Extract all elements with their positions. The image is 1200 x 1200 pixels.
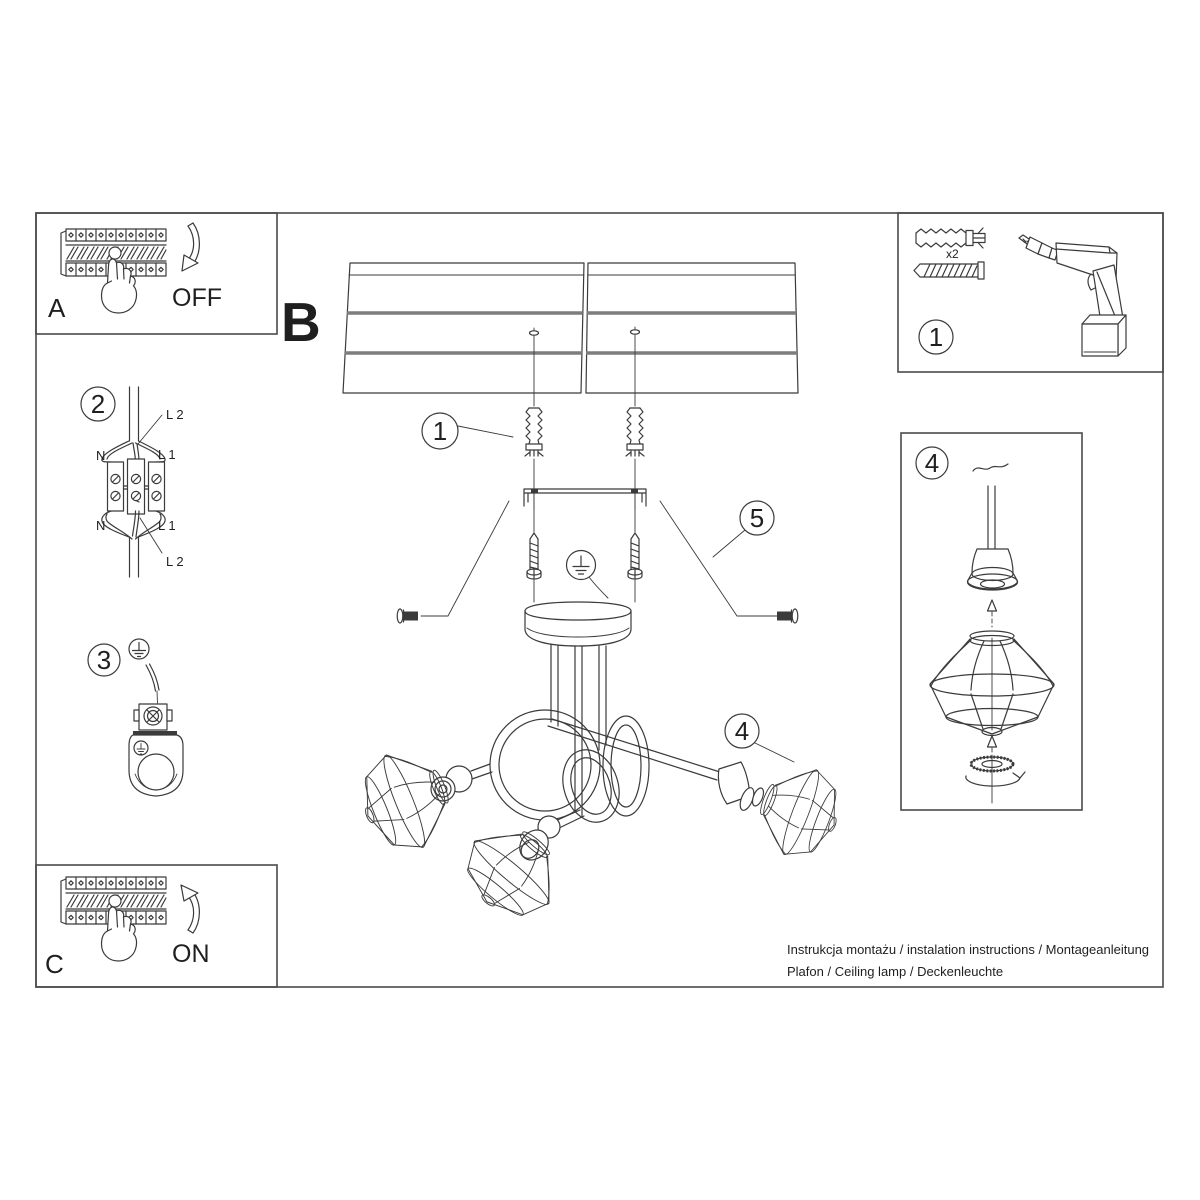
wires-bottom [101, 510, 166, 540]
step-1-badge: 1 [918, 319, 954, 355]
ground-terminal [133, 703, 173, 731]
wire-cage-shade-right [747, 755, 852, 869]
canopy [524, 601, 632, 647]
screw-horizontal-icon [913, 261, 985, 280]
rotate-arrow-icon [965, 756, 1026, 804]
lamp-arm [987, 485, 996, 550]
step-4-badge: 4 [915, 446, 949, 480]
arm-loops [489, 709, 650, 823]
socket-bottom [519, 815, 561, 861]
panel-a-border [35, 212, 278, 335]
side-bolt-right [777, 608, 799, 624]
main-installation-diagram: B 1 [281, 262, 852, 935]
wall-plug-icon [524, 407, 544, 457]
ceiling [342, 262, 799, 394]
panel-a-switch-off: OFF A [35, 212, 278, 335]
label-l2-top: L 2 [166, 407, 184, 422]
callout-5-mounting: 5 [712, 500, 775, 558]
step-2-badge: 2 [80, 386, 116, 422]
panel-assembly-border [900, 432, 1083, 811]
panel-shade-assembly: 4 [900, 432, 1083, 811]
panel-b-label: B [281, 291, 321, 353]
cable-bottom [128, 536, 140, 578]
svg-text:1: 1 [433, 416, 447, 446]
panel-c-label: C [45, 949, 64, 979]
panel-c-switch-on: ON C [35, 864, 278, 988]
drill-icon [1018, 234, 1127, 357]
leader-l2-top [137, 414, 163, 445]
svg-text:4: 4 [925, 448, 939, 478]
drill-hole [528, 326, 641, 336]
leader-l2-bottom [139, 517, 163, 554]
panel-a-label: A [48, 293, 66, 323]
socket-cup [966, 548, 1019, 591]
earth-symbol-small-icon [133, 740, 149, 756]
arrow-down-icon [181, 222, 200, 272]
panel-tools: x2 1 [897, 212, 1164, 373]
mounting-screw-icon [526, 532, 542, 580]
svg-text:5: 5 [750, 503, 764, 533]
wiring-diagram: 2 [80, 386, 184, 578]
ground-wire [145, 663, 160, 692]
label-n-bottom: N [96, 518, 105, 533]
svg-text:1: 1 [929, 322, 943, 352]
svg-text:4: 4 [735, 716, 749, 746]
side-bolt-left [396, 608, 418, 624]
mounting-lug [128, 731, 184, 797]
flex-wire-icon [972, 463, 1009, 472]
assembly-arrow-up [986, 599, 998, 628]
panel-tools-border [897, 212, 1164, 373]
label-n-top: N [96, 448, 105, 463]
ground-wire-tip [156, 690, 158, 704]
arm-right [547, 718, 721, 781]
socket-right [717, 761, 765, 811]
grounding-diagram: 3 [87, 638, 184, 797]
switch-off-label: OFF [172, 284, 222, 312]
cable-top [128, 386, 140, 442]
sheet-border [35, 212, 1164, 988]
earth-symbol-icon [565, 549, 609, 599]
panel-c-border [35, 864, 278, 988]
callout-1-dowel: 1 [421, 412, 514, 450]
switch-on-label: ON [172, 940, 210, 968]
arm-left [470, 763, 493, 780]
terminal-block [106, 458, 166, 515]
quantity-label: x2 [946, 247, 959, 261]
footer-line1: Instrukcja montażu / instalation instruc… [787, 942, 1149, 957]
assembly-guide-lines [420, 500, 780, 617]
footer: Instrukcja montażu / instalation instruc… [787, 942, 1149, 979]
assembly-arrow-up-2 [986, 735, 998, 758]
callout-4-shade: 4 [724, 713, 795, 763]
label-l1-top: L 1 [158, 447, 176, 462]
label-l1-bottom: L 1 [158, 518, 176, 533]
arrow-up-icon [180, 884, 200, 934]
svg-text:3: 3 [97, 645, 111, 675]
step-3-badge: 3 [87, 643, 121, 677]
mounting-bracket [523, 488, 647, 511]
footer-line2: Plafon / Ceiling lamp / Deckenleuchte [787, 964, 1003, 979]
mounting-screw-icon [627, 532, 643, 580]
earth-symbol-icon [128, 638, 150, 660]
lamp-arms-tubes [550, 644, 607, 817]
svg-text:2: 2 [91, 389, 105, 419]
label-l2-bottom: L 2 [166, 554, 184, 569]
wall-plug-horizontal-icon [915, 227, 986, 249]
wall-plug-icon [625, 407, 645, 457]
